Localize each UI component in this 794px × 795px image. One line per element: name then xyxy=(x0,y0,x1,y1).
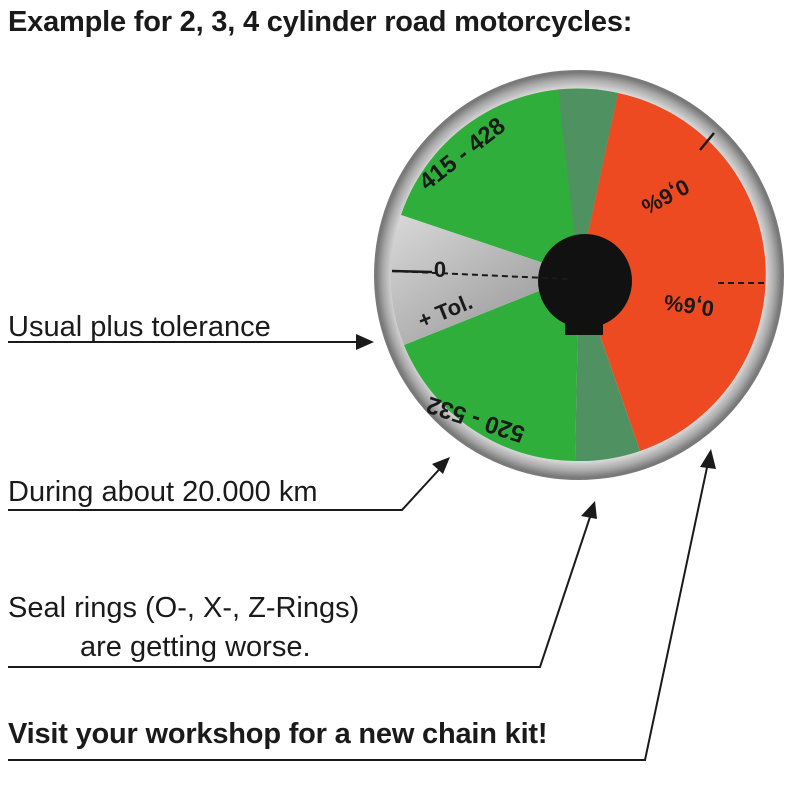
annotation-visit-workshop: Visit your workshop for a new chain kit! xyxy=(8,718,548,750)
leader-20000-km xyxy=(8,457,450,511)
zero-tick xyxy=(391,269,433,274)
center-hub xyxy=(538,234,632,328)
zero-label: 0 xyxy=(434,257,446,282)
red-sector xyxy=(579,93,766,451)
leader-seal-rings xyxy=(8,501,597,668)
tolerance-silver-sector xyxy=(390,215,579,345)
annotation-usual-tolerance: Usual plus tolerance xyxy=(8,311,271,343)
dark-green-sector-upper xyxy=(558,88,618,275)
leader-workshop xyxy=(8,449,716,761)
annotation-during-km: During about 20.000 km xyxy=(8,476,318,508)
percent-tick-upper xyxy=(699,132,715,151)
annotation-seal-rings-line2: are getting worse. xyxy=(80,631,311,663)
green-sector-lower xyxy=(404,275,579,461)
center-hub-notch xyxy=(565,305,603,335)
annotation-seal-rings-line1: Seal rings (O-, X-, Z-Rings) xyxy=(8,592,360,624)
page-title: Example for 2, 3, 4 cylinder road motorc… xyxy=(8,6,633,38)
leader-tolerance xyxy=(8,334,374,350)
